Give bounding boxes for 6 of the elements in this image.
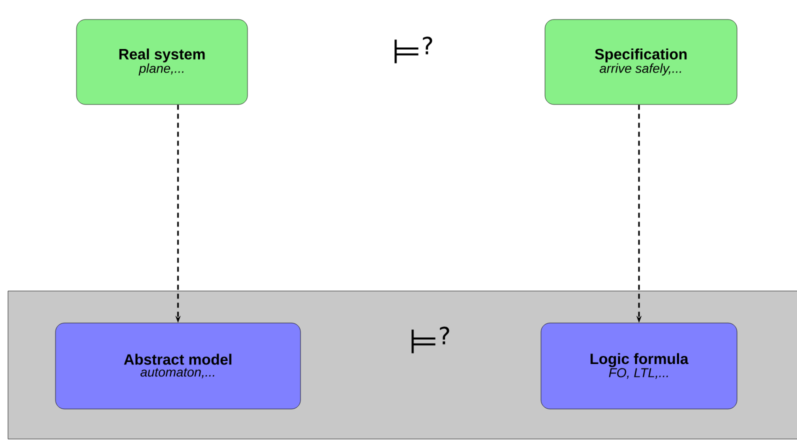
process-box: Real system plane,... — [76, 19, 248, 105]
process-box: Abstract model automaton,... — [55, 322, 301, 410]
models-symbol: ⊨$^{?}$ — [412, 326, 450, 354]
process-box: Logic formula FO, LTL,... — [540, 322, 738, 410]
process-box: Specification arrive safely,... — [544, 19, 738, 105]
models-symbol: ⊨$^{?}$ — [394, 36, 432, 64]
